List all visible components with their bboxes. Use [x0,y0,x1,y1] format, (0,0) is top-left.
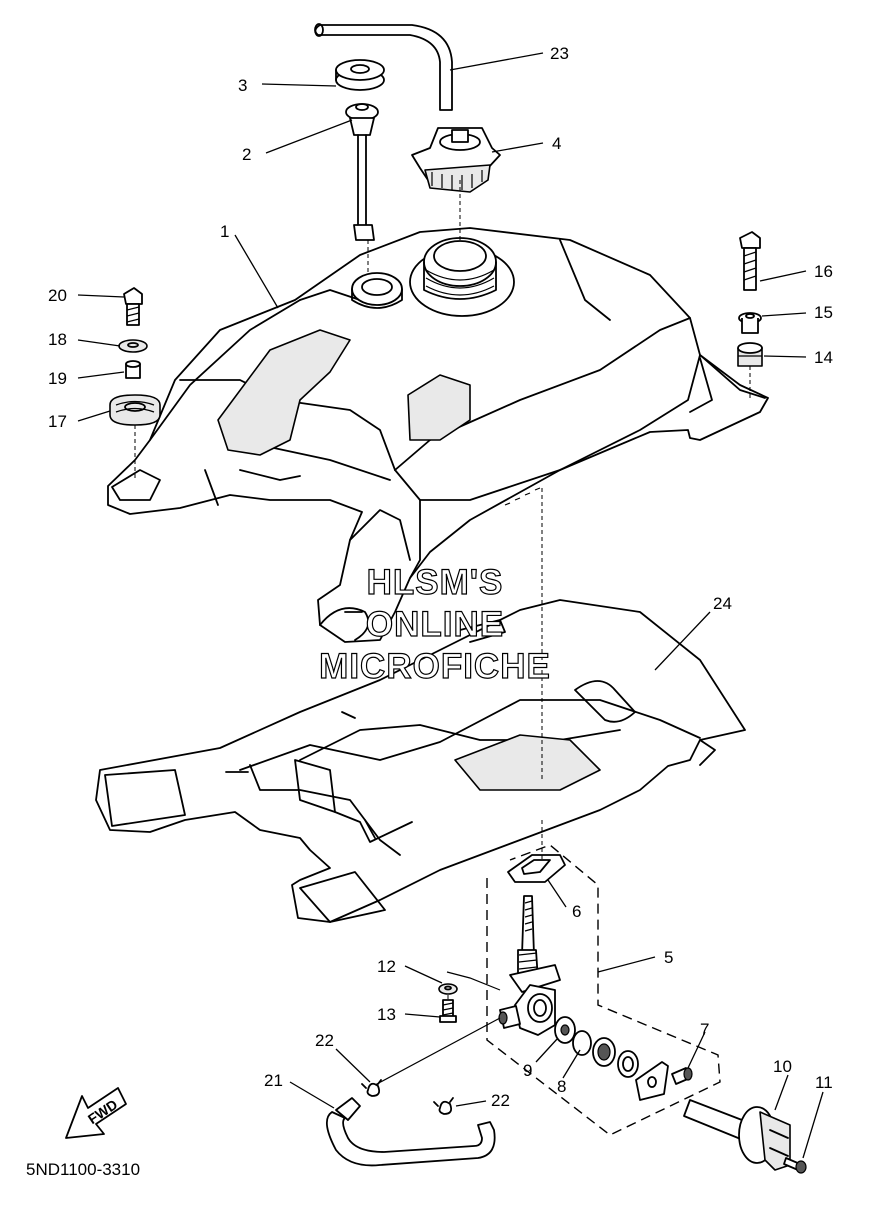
watermark-line-2: ONLINE [366,605,504,644]
collar-part-19 [125,360,141,379]
callout-22-a: 22 [315,1031,334,1050]
watermark-line-1: HLSM'S [367,563,504,602]
screw-part-11 [783,1157,807,1174]
callout-21: 21 [264,1071,283,1090]
callout-2: 2 [242,145,251,164]
callout-20: 20 [48,286,67,305]
callout-6: 6 [572,902,581,921]
fuel-gauge-part-2 [345,103,379,241]
callout-17: 17 [48,412,67,431]
watermark: HLSM'S ONLINE MICROFICHE [319,562,551,686]
callout-13: 13 [377,1005,396,1024]
bolt-part-16 [739,231,761,291]
callout-9: 9 [523,1061,532,1080]
gasket-part-6 [507,854,566,883]
washer-part-18 [118,339,148,353]
callout-3: 3 [238,76,247,95]
fuel-cock-assembly-part-5 [486,844,721,1136]
collar-part-15 [738,312,762,334]
callout-23: 23 [550,44,569,63]
grommet-part-3 [335,59,385,91]
fuel-hose-part-21 [326,1097,496,1167]
callout-10: 10 [773,1057,792,1076]
drawing-code: 5ND1100-3310 [26,1160,140,1179]
callout-16: 16 [814,262,833,281]
washer-part-12 [438,983,458,995]
forward-arrow: FWD [65,1087,127,1139]
tank-cap-part-4 [411,127,501,193]
bolt-part-20 [123,287,143,326]
leader-lines [77,52,824,1159]
hose-clip-part-22-b [433,1097,454,1115]
screw-part-13 [439,999,457,1023]
knob-part-10 [683,1099,791,1171]
alignment-lines [134,180,751,1086]
callout-labels: 1 2 3 4 5 6 7 8 9 10 11 12 13 14 15 16 1… [48,44,833,1110]
callout-12: 12 [377,957,396,976]
breather-hose-part-23 [314,23,453,111]
watermark-line-3: MICROFICHE [319,647,551,686]
callout-22-b: 22 [491,1091,510,1110]
callout-14: 14 [814,348,833,367]
damper-part-17 [109,394,161,426]
callout-19: 19 [48,369,67,388]
callout-24: 24 [713,594,732,613]
fuel-tank-part-1 [107,227,769,643]
hose-clip-part-22-a [361,1079,382,1097]
callout-8: 8 [557,1077,566,1096]
callout-7: 7 [700,1020,709,1039]
damper-part-14 [737,342,763,367]
callout-1: 1 [220,222,229,241]
callout-11: 11 [815,1073,833,1092]
callout-5: 5 [664,948,673,967]
callout-4: 4 [552,134,561,153]
callout-15: 15 [814,303,833,322]
callout-18: 18 [48,330,67,349]
tank-tray-part-24 [95,599,746,923]
